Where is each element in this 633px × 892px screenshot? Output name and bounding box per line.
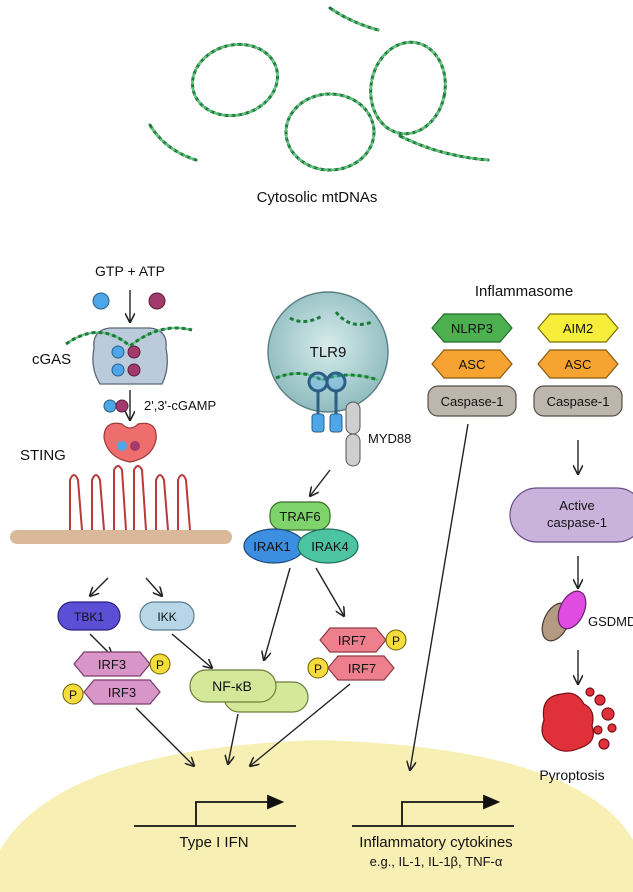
asc-label-1: ASC: [459, 357, 486, 372]
caspase-label-1: Caspase-1: [441, 394, 504, 409]
pyroptosis-label: Pyroptosis: [539, 767, 604, 783]
cgas-enzyme: [65, 326, 193, 385]
asc-node-2: [537, 349, 619, 379]
mtdna-circle-3: [284, 92, 376, 172]
cytokine-gene: [352, 794, 514, 827]
cgas-label: cGAS: [32, 351, 71, 368]
sting-label: STING: [20, 447, 66, 464]
irf3-phospho-2: [62, 683, 84, 705]
irf7-top-label: IRF7: [338, 633, 366, 648]
nfkb-label: NF-κB: [212, 678, 252, 694]
irf7-phospho-2: [307, 657, 329, 679]
arrow-nfkb-ifn: [228, 713, 239, 764]
caspase-node-2: [533, 385, 623, 417]
header-title: Cytosolic mtDNAs: [257, 189, 378, 206]
tlr9-tir-1: [311, 413, 325, 433]
tlr9-receptor: [307, 371, 347, 414]
arrow-myd88-traf6: [310, 469, 331, 496]
mtdna-linear-2: [148, 123, 198, 162]
gsdmd-label: GSDMD: [588, 614, 633, 629]
nlrp3-label: NLRP3: [451, 321, 493, 336]
inflammasome-title: Inflammasome: [475, 283, 573, 300]
irf3-bottom-label: IRF3: [108, 685, 136, 700]
aim2-label: AIM2: [563, 321, 593, 336]
active-caspase-line1: Active: [559, 498, 594, 513]
gtp-molecule: [92, 292, 110, 310]
caspase-label-2: Caspase-1: [547, 394, 610, 409]
traf6-node: [269, 501, 331, 531]
irf7-dimer: [319, 627, 395, 681]
arrow-irak-nfkb: [264, 567, 291, 660]
active-caspase-line2: caspase-1: [547, 515, 607, 530]
pyroptotic-cell: [541, 687, 617, 752]
arrow-sting-tbk1: [90, 577, 109, 596]
irak1-label: IRAK1: [253, 539, 291, 554]
tlr9-label: TLR9: [310, 344, 347, 361]
mtdna-linear-1: [328, 6, 380, 32]
asc-label-2: ASC: [565, 357, 592, 372]
irf7-phospho-2-label: P: [314, 662, 322, 676]
mtdna-linear-3: [398, 134, 490, 162]
arrow-sting-ikk: [145, 577, 162, 596]
endosome-dna: [275, 311, 379, 382]
myd88-node-1: [345, 401, 361, 435]
mtdna-group: [148, 6, 490, 172]
irf7-bottom-label: IRF7: [348, 661, 376, 676]
asc-node-1: [431, 349, 513, 379]
nlrp3-node: [431, 313, 513, 343]
gsdmd-protein: [541, 590, 587, 642]
myd88-label: MYD88: [368, 431, 411, 446]
nfkb-complex: [189, 669, 309, 713]
irak4-label: IRAK4: [311, 539, 349, 554]
mtdna-circle-1: [190, 42, 280, 118]
irf7-phospho-1-label: P: [392, 634, 400, 648]
caspase-node-1: [427, 385, 517, 417]
arrow-inflammasome-cytokines: [410, 423, 469, 770]
myd88-node-2: [345, 433, 361, 467]
cgamp-label: 2',3'-cGAMP: [144, 398, 216, 413]
active-caspase-node: [509, 487, 633, 543]
irf3-phospho-1: [149, 653, 171, 675]
ikk-label: IKK: [157, 610, 176, 624]
arrow-irak-irf7: [315, 567, 344, 616]
irak4-node: [297, 528, 359, 564]
tbk1-label: TBK1: [74, 610, 104, 624]
er-membrane: [10, 530, 232, 544]
ifn-gene: [134, 794, 296, 827]
tlr9-tir-2: [329, 413, 343, 433]
sting-protein: [103, 422, 157, 463]
ikk-node: [139, 601, 195, 631]
ifn-gene-label: Type I IFN: [179, 834, 248, 851]
cytokine-examples-label: e.g., IL-1, IL-1β, TNF-α: [370, 854, 503, 869]
arrow-irf7-ifn: [250, 683, 351, 766]
nucleus: [0, 740, 633, 892]
arrow-ikk-nfkb: [171, 633, 212, 668]
cytokine-gene-label: Inflammatory cytokines: [359, 834, 512, 851]
irf7-phospho-1: [385, 629, 407, 651]
atp-molecule: [148, 292, 166, 310]
aim2-node: [537, 313, 619, 343]
cgamp-molecule: [103, 399, 129, 413]
arrow-irf3-ifn: [135, 707, 194, 766]
irf3-top-label: IRF3: [98, 657, 126, 672]
substrates-label: GTP + ATP: [95, 263, 165, 279]
irf3-phospho-1-label: P: [156, 658, 164, 672]
irf3-phospho-2-label: P: [69, 688, 77, 702]
irf3-dimer: [73, 651, 161, 705]
tbk1-node: [57, 601, 121, 631]
traf6-label: TRAF6: [279, 509, 320, 524]
sting-transmembrane: [69, 465, 191, 531]
mtdna-circle-2: [369, 40, 447, 136]
